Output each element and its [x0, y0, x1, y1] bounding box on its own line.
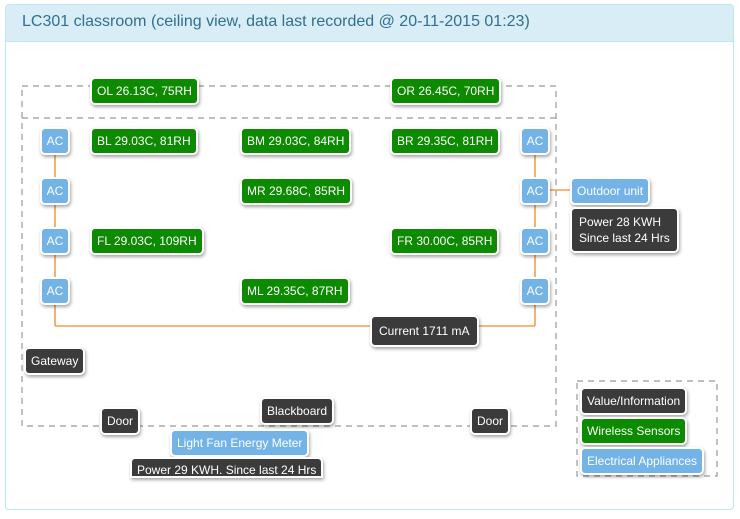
- light-fan-energy-meter[interactable]: Light Fan Energy Meter: [172, 431, 308, 455]
- panel-heading: LC301 classroom (ceiling view, data last…: [6, 5, 733, 42]
- sensor-or[interactable]: OR 26.45C, 70RH: [392, 79, 500, 103]
- blackboard: Blackboard: [262, 399, 333, 423]
- room-outer-boundary: [21, 85, 557, 427]
- outdoor-unit[interactable]: Outdoor unit: [572, 179, 649, 203]
- ac-unit-left-4[interactable]: AC: [42, 279, 68, 303]
- ac-unit-right-4[interactable]: AC: [522, 279, 548, 303]
- ac-unit-right-1[interactable]: AC: [522, 129, 548, 153]
- ac-unit-left-1[interactable]: AC: [42, 129, 68, 153]
- door-left: Door: [102, 409, 139, 433]
- ac-unit-left-3[interactable]: AC: [42, 229, 68, 253]
- sensor-fr[interactable]: FR 30.00C, 85RH: [392, 229, 498, 253]
- outdoor-power-info: Power 28 KWH Since last 24 Hrs: [572, 209, 677, 251]
- meter-power-info: Power 29 KWH. Since last 24 Hrs: [132, 459, 322, 476]
- ac-unit-left-2[interactable]: AC: [42, 179, 68, 203]
- outdoor-power-line2: Since last 24 Hrs: [579, 231, 670, 245]
- legend-boundary: [576, 380, 718, 477]
- legend-electrical-appliances: Electrical Appliances: [582, 449, 703, 473]
- legend-value-information: Value/Information: [582, 389, 686, 413]
- ac-unit-right-2[interactable]: AC: [522, 179, 548, 203]
- sensor-br[interactable]: BR 29.35C, 81RH: [392, 129, 499, 153]
- outdoor-power-line1: Power 28 KWH: [579, 215, 662, 229]
- sensor-bm[interactable]: BM 29.03C, 84RH: [242, 129, 350, 153]
- sensor-fl[interactable]: FL 29.03C, 109RH: [92, 229, 202, 253]
- ac-unit-right-3[interactable]: AC: [522, 229, 548, 253]
- sensor-bl[interactable]: BL 29.03C, 81RH: [92, 129, 196, 153]
- page-title: LC301 classroom (ceiling view, data last…: [22, 13, 530, 30]
- sensor-ol[interactable]: OL 26.13C, 75RH: [92, 79, 197, 103]
- door-right: Door: [472, 409, 509, 433]
- current-reading: Current 1711 mA: [372, 317, 477, 345]
- sensor-mr[interactable]: MR 29.68C, 85RH: [242, 179, 351, 203]
- sensor-ml[interactable]: ML 29.35C, 87RH: [242, 279, 348, 303]
- gateway[interactable]: Gateway: [26, 349, 84, 373]
- legend-wireless-sensors: Wireless Sensors: [582, 419, 686, 443]
